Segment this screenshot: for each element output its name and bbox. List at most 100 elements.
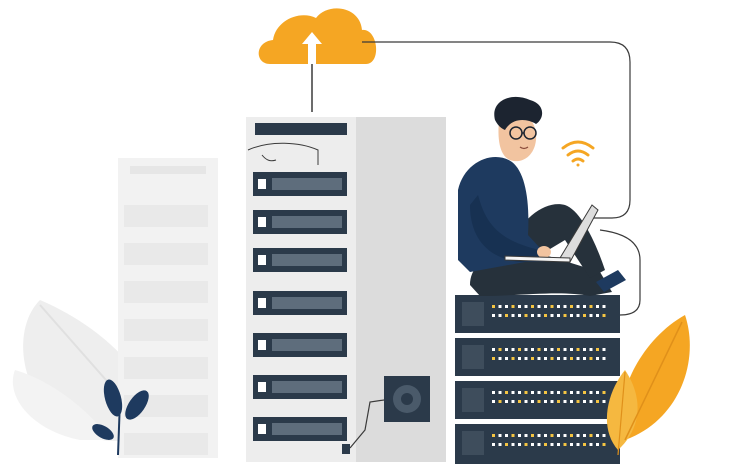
status-led [557, 314, 560, 317]
status-led [596, 400, 599, 403]
network-cable-lower [599, 229, 641, 316]
ghost-server-rack [118, 158, 218, 458]
person-with-laptop [458, 96, 626, 296]
status-led [505, 443, 508, 446]
status-led [511, 443, 515, 446]
status-led [583, 443, 586, 446]
status-led [492, 314, 495, 317]
laptop-icon [504, 204, 599, 263]
status-led [583, 348, 586, 351]
status-led [511, 305, 515, 308]
status-led [576, 314, 580, 317]
yellow-leaf-plant [606, 315, 690, 456]
status-led [544, 434, 547, 437]
status-led [576, 348, 580, 351]
status-led [563, 305, 567, 308]
cloud-upload-icon [258, 8, 377, 112]
status-led [511, 348, 515, 351]
status-led [557, 348, 560, 351]
status-led [550, 400, 554, 403]
status-led [576, 357, 580, 360]
status-led [524, 314, 528, 317]
status-led [524, 391, 528, 394]
status-led [550, 314, 554, 317]
power-socket-icon [342, 376, 430, 454]
status-led [602, 434, 606, 437]
status-led [557, 357, 560, 360]
status-led [524, 434, 528, 437]
status-led [550, 443, 554, 446]
status-led [602, 348, 606, 351]
status-led [570, 400, 573, 403]
status-led [531, 314, 534, 317]
status-led [570, 314, 573, 317]
status-led [518, 305, 521, 308]
status-led [524, 357, 528, 360]
status-led [583, 314, 586, 317]
status-led [511, 391, 515, 394]
status-led [563, 400, 567, 403]
status-led [583, 357, 586, 360]
status-led [596, 348, 599, 351]
status-led [518, 348, 521, 351]
status-led [498, 357, 502, 360]
status-led [537, 357, 541, 360]
status-led [492, 400, 495, 403]
status-led [544, 443, 547, 446]
status-led [498, 314, 502, 317]
status-led [544, 305, 547, 308]
status-led [531, 305, 534, 308]
hair [494, 96, 543, 130]
status-led [505, 348, 508, 351]
status-led [563, 348, 567, 351]
status-led [557, 391, 560, 394]
status-led [550, 305, 554, 308]
status-led [537, 314, 541, 317]
status-led [602, 391, 606, 394]
status-led [537, 305, 541, 308]
hoodie [458, 157, 540, 272]
status-led [544, 314, 547, 317]
status-led [576, 400, 580, 403]
status-led [531, 348, 534, 351]
status-led [570, 391, 573, 394]
status-led [563, 314, 567, 317]
status-led [537, 434, 541, 437]
status-led [602, 357, 606, 360]
wifi-icon [561, 140, 595, 167]
status-led [596, 305, 599, 308]
status-led [563, 434, 567, 437]
status-led [589, 348, 593, 351]
status-led [531, 400, 534, 403]
status-led [531, 391, 534, 394]
status-led [505, 305, 508, 308]
status-led [596, 443, 599, 446]
status-led [531, 434, 534, 437]
status-led [589, 357, 593, 360]
status-led [505, 400, 508, 403]
shoe [596, 270, 626, 292]
status-led [576, 434, 580, 437]
status-led [518, 391, 521, 394]
status-led [563, 357, 567, 360]
status-led [550, 391, 554, 394]
status-led [596, 314, 599, 317]
server-stack [455, 295, 620, 464]
status-led [563, 443, 567, 446]
status-led [492, 348, 495, 351]
status-led [498, 434, 502, 437]
status-led [524, 348, 528, 351]
status-led [505, 314, 508, 317]
status-led [498, 443, 502, 446]
network-cable [362, 41, 631, 219]
status-led [518, 400, 521, 403]
status-led [524, 305, 528, 308]
status-led [537, 443, 541, 446]
status-led [589, 434, 593, 437]
status-led [602, 305, 606, 308]
status-led [531, 357, 534, 360]
status-led [492, 305, 495, 308]
status-led [537, 391, 541, 394]
status-led [492, 357, 495, 360]
status-led [505, 391, 508, 394]
